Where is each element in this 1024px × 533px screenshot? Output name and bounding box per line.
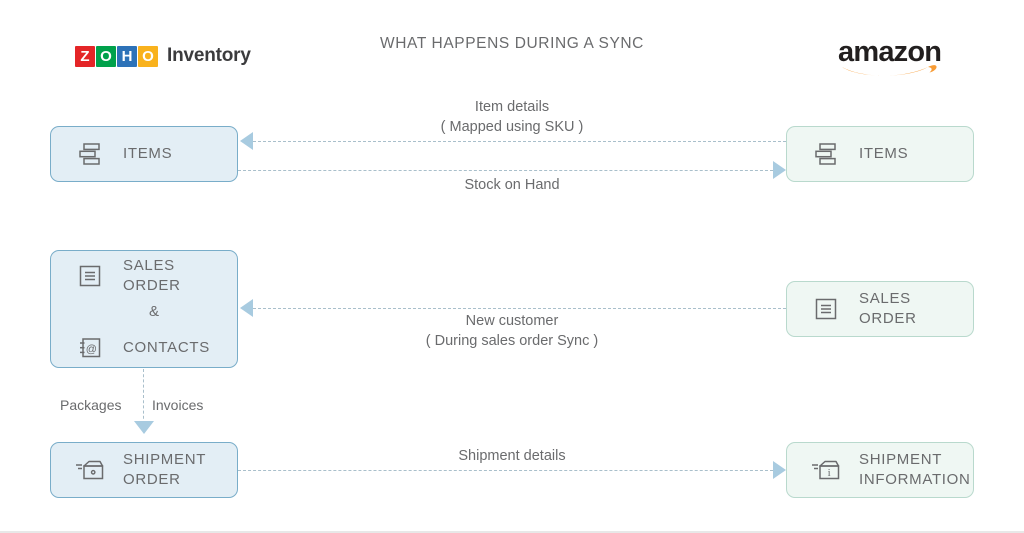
connector-new-customer xyxy=(253,308,786,309)
amazon-wordmark: amazon xyxy=(838,36,942,68)
connector-item-details xyxy=(253,141,786,142)
node-amazon-sales-order-label: SALES ORDER xyxy=(859,289,917,327)
connector-packages-invoices xyxy=(143,369,144,424)
node-zoho-sales-order-contacts[interactable]: SALES ORDER & @ CONTACTS xyxy=(50,250,238,368)
zoho-logo-tile-h: H xyxy=(117,45,137,67)
node-zoho-sales-order-ampersand: & xyxy=(148,303,159,320)
connector-shipment-details xyxy=(238,470,773,471)
amazon-smile-icon xyxy=(842,65,937,76)
arrowhead-new-customer xyxy=(240,299,253,317)
node-zoho-contacts-label: CONTACTS xyxy=(123,338,210,356)
node-amazon-sales-order[interactable]: SALES ORDER xyxy=(786,281,974,337)
items-stack-icon xyxy=(73,137,107,171)
node-amazon-items[interactable]: ITEMS xyxy=(786,126,974,182)
package-box-icon xyxy=(73,453,107,487)
flow-label-packages: Packages xyxy=(60,397,122,413)
contacts-row: @ CONTACTS xyxy=(51,323,237,373)
zoho-logo-tiles: Z O H O xyxy=(75,45,159,67)
arrowhead-stock-on-hand xyxy=(773,161,786,179)
svg-text:@: @ xyxy=(86,343,97,355)
zoho-product-name: Inventory xyxy=(167,45,251,66)
items-stack-icon xyxy=(809,137,843,171)
flow-label-invoices: Invoices xyxy=(152,397,204,413)
flow-label-shipment-details: Shipment details xyxy=(458,448,566,464)
node-zoho-items-label: ITEMS xyxy=(123,144,173,162)
bottom-divider xyxy=(0,531,1024,533)
arrowhead-shipment-details xyxy=(773,461,786,479)
zoho-logo-tile-o1: O xyxy=(96,45,116,67)
svg-text:i: i xyxy=(828,467,831,479)
node-amazon-shipment-information-label: SHIPMENT INFORMATION xyxy=(859,450,971,488)
amazon-logo: amazon xyxy=(838,38,942,78)
zoho-inventory-logo: Z O H O Inventory xyxy=(75,42,251,70)
document-lines-icon xyxy=(73,259,107,293)
flow-label-stock-on-hand: Stock on Hand xyxy=(464,177,560,193)
zoho-logo-tile-o2: O xyxy=(138,45,158,67)
node-zoho-shipment-order-label: SHIPMENT ORDER xyxy=(123,450,207,488)
contacts-at-icon: @ xyxy=(73,331,107,365)
flow-label-new-customer: New customer ( During sales order Sync ) xyxy=(425,313,599,349)
page-title: WHAT HAPPENS DURING A SYNC xyxy=(380,35,644,52)
node-amazon-shipment-information[interactable]: i SHIPMENT INFORMATION xyxy=(786,442,974,498)
package-info-icon: i xyxy=(809,453,843,487)
arrowhead-item-details xyxy=(240,132,253,150)
connector-stock-on-hand xyxy=(238,170,773,171)
flow-label-item-details: Item details ( Mapped using SKU ) xyxy=(440,99,584,135)
arrowhead-packages-invoices xyxy=(134,421,154,434)
node-zoho-sales-order-label: SALES ORDER xyxy=(123,256,181,294)
node-zoho-items[interactable]: ITEMS xyxy=(50,126,238,182)
zoho-logo-tile-z: Z xyxy=(75,45,95,67)
node-amazon-items-label: ITEMS xyxy=(859,144,909,162)
node-zoho-shipment-order[interactable]: SHIPMENT ORDER xyxy=(50,442,238,498)
sales-order-row: SALES ORDER xyxy=(51,251,237,301)
document-lines-icon xyxy=(809,292,843,326)
